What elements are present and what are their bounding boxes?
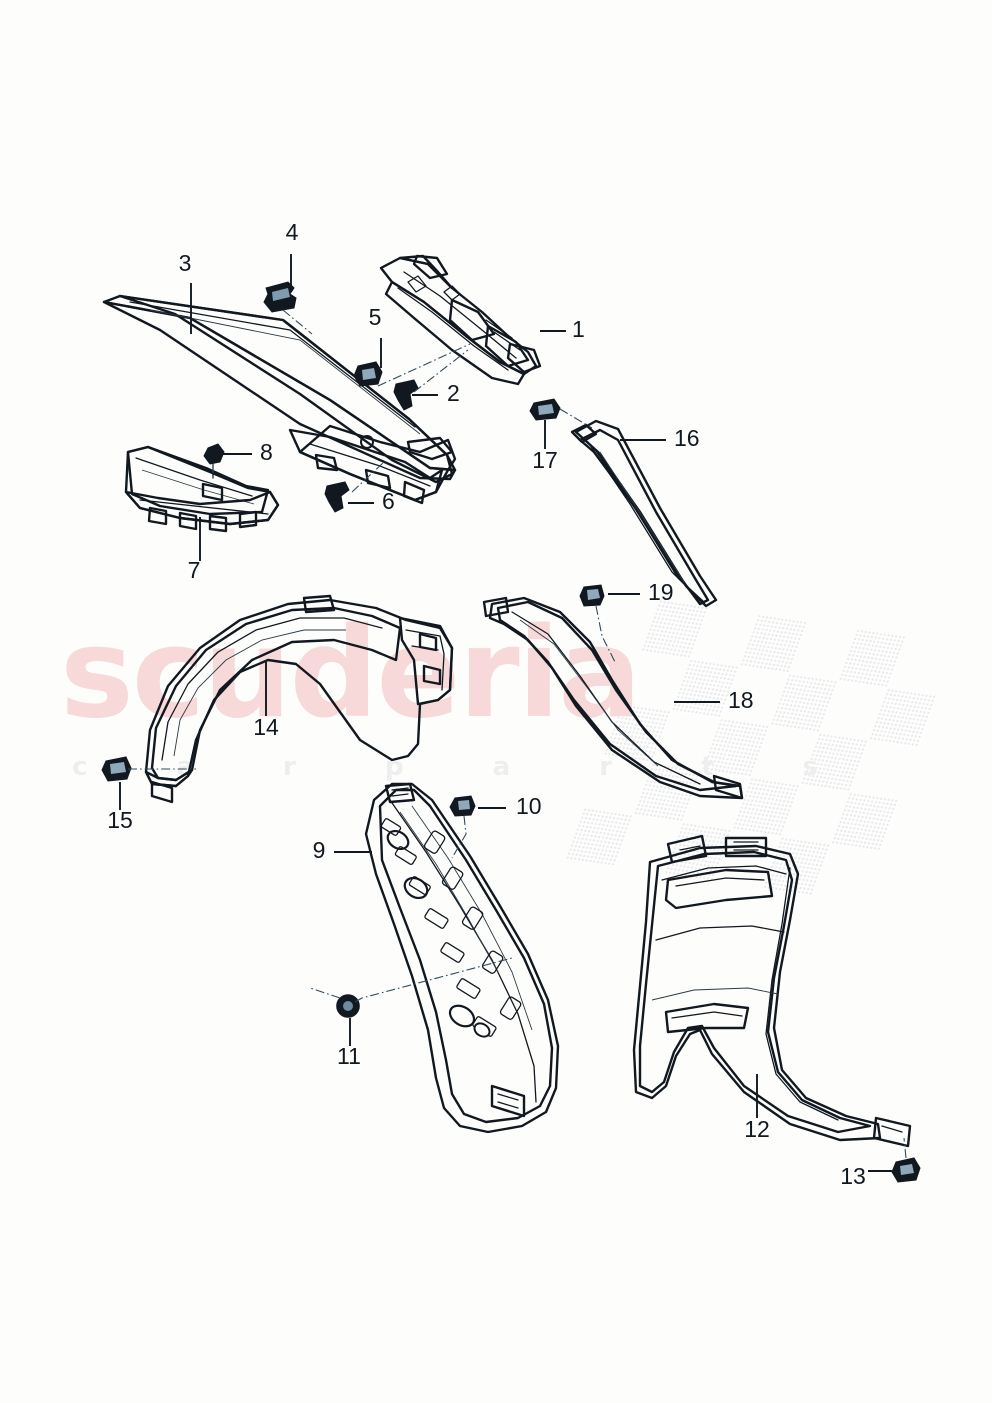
- callout-7: 7: [188, 557, 201, 583]
- callout-18: 18: [728, 687, 754, 713]
- part-12-b-pillar-trim-upper[interactable]: [632, 834, 912, 1148]
- callout-13: 13: [840, 1163, 866, 1189]
- callout-6: 6: [382, 488, 395, 514]
- part-14-wheel-arch-trim[interactable]: [144, 594, 454, 804]
- callout-2: 2: [447, 380, 460, 406]
- fastener-6-screw[interactable]: [324, 481, 350, 513]
- part-18-c-pillar-trim-panel[interactable]: [482, 596, 744, 800]
- callout-leaders: [119, 254, 892, 1172]
- fastener-11-grommet[interactable]: [336, 994, 360, 1018]
- callout-19: 19: [648, 579, 674, 605]
- callout-8: 8: [260, 439, 273, 465]
- callout-9: 9: [313, 837, 326, 863]
- part-16-c-pillar-trim-strip[interactable]: [570, 419, 718, 608]
- callout-16: 16: [674, 425, 700, 451]
- callout-5: 5: [369, 304, 382, 330]
- callout-4: 4: [286, 219, 299, 245]
- fastener-10-retaining-clip[interactable]: [449, 795, 476, 817]
- callout-15: 15: [107, 807, 133, 833]
- callout-10: 10: [516, 793, 542, 819]
- assembly-lines: [128, 309, 907, 1159]
- part-1-b-pillar-upper-bracket[interactable]: [379, 254, 542, 386]
- callout-12: 12: [744, 1116, 770, 1142]
- callout-numbers: 1 2 3 4 5 6 7 8 9 10 11 12 13 14 15 16 1…: [107, 219, 866, 1189]
- part-3-a-pillar-trim-panel[interactable]: [102, 294, 457, 505]
- fastener-5-expanding-nut[interactable]: [353, 361, 383, 387]
- fastener-13-retaining-clip[interactable]: [891, 1157, 921, 1183]
- callout-14: 14: [253, 714, 279, 740]
- fastener-15-retaining-clip[interactable]: [101, 756, 132, 782]
- fastener-2-screw[interactable]: [393, 379, 419, 411]
- fastener-17-retaining-clip[interactable]: [529, 398, 561, 421]
- part-9-b-pillar-trim-lower[interactable]: [364, 782, 560, 1134]
- fastener-4-retaining-clip[interactable]: [263, 281, 297, 313]
- fastener-19-retaining-clip[interactable]: [579, 584, 605, 607]
- part-7-lower-a-pillar-trim[interactable]: [124, 445, 280, 533]
- callout-17: 17: [532, 447, 558, 473]
- callout-11: 11: [337, 1043, 361, 1069]
- callout-3: 3: [179, 250, 192, 276]
- callout-1: 1: [572, 316, 585, 342]
